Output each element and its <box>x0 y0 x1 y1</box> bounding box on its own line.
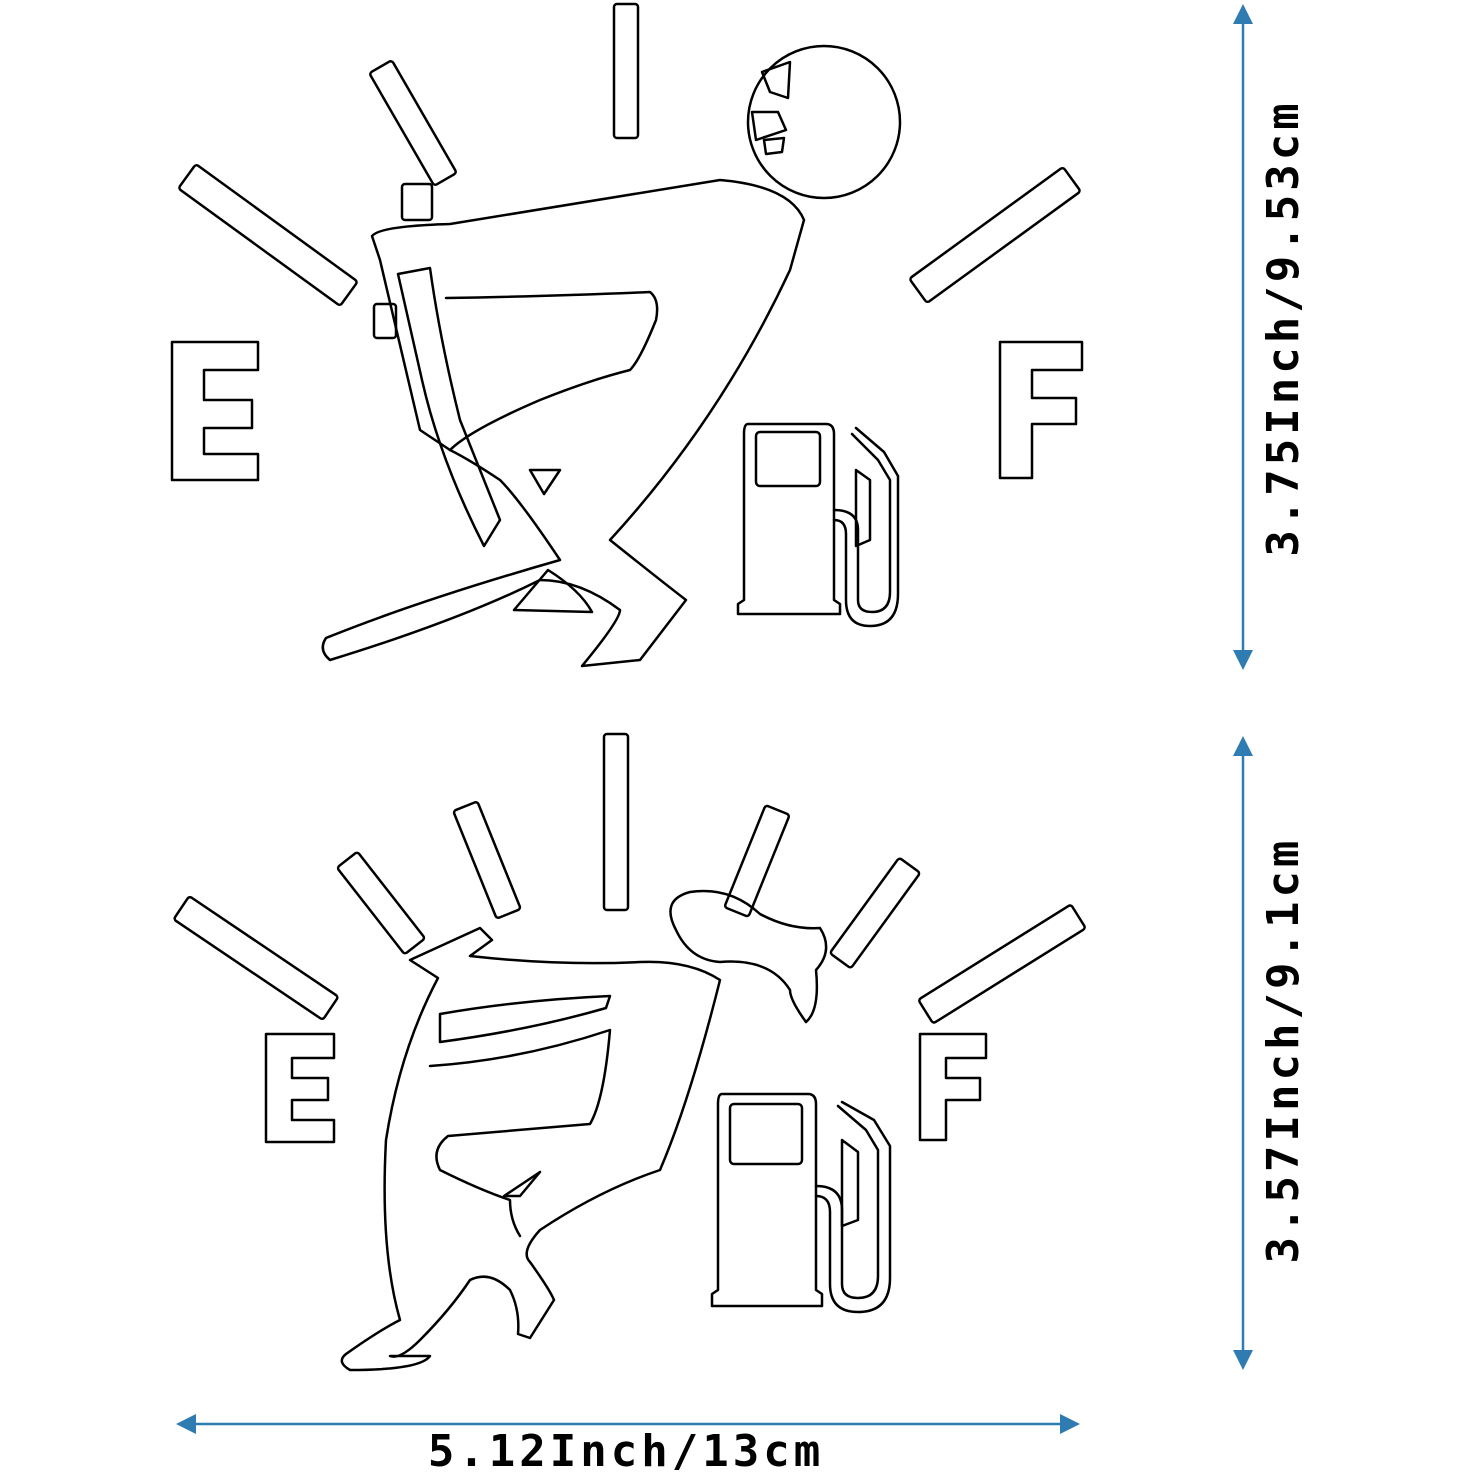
top-gauge-ticks <box>178 2 1081 306</box>
width-dimension-arrow <box>176 1414 1080 1434</box>
top-fuel-gauge-sticker: E F <box>170 2 1084 668</box>
top-fuel-pump-icon <box>736 422 900 628</box>
width-label: 5.12Inch/13cm <box>428 1426 824 1472</box>
top-needle-tip <box>400 182 434 222</box>
top-height-dimension-arrow <box>1233 4 1253 670</box>
bottom-fuel-gauge-sticker: E F <box>173 732 1086 1372</box>
top-empty-letter-e <box>170 340 260 482</box>
bottom-empty-letter-e <box>264 1032 336 1144</box>
bottom-gauge-ticks <box>173 732 1086 1024</box>
bottom-fuel-pump-icon <box>710 1092 892 1314</box>
top-man-figure <box>321 44 902 668</box>
bottom-height-dimension-arrow <box>1233 736 1253 1370</box>
top-full-letter-f <box>998 340 1084 480</box>
bottom-woman-figure <box>340 889 828 1372</box>
bottom-full-letter-f <box>918 1032 988 1142</box>
bottom-height-label: 3.57Inch/9.1cm <box>1258 837 1309 1264</box>
top-needle-stub <box>372 302 398 340</box>
top-height-label: 3.75Inch/9.53cm <box>1258 99 1309 556</box>
